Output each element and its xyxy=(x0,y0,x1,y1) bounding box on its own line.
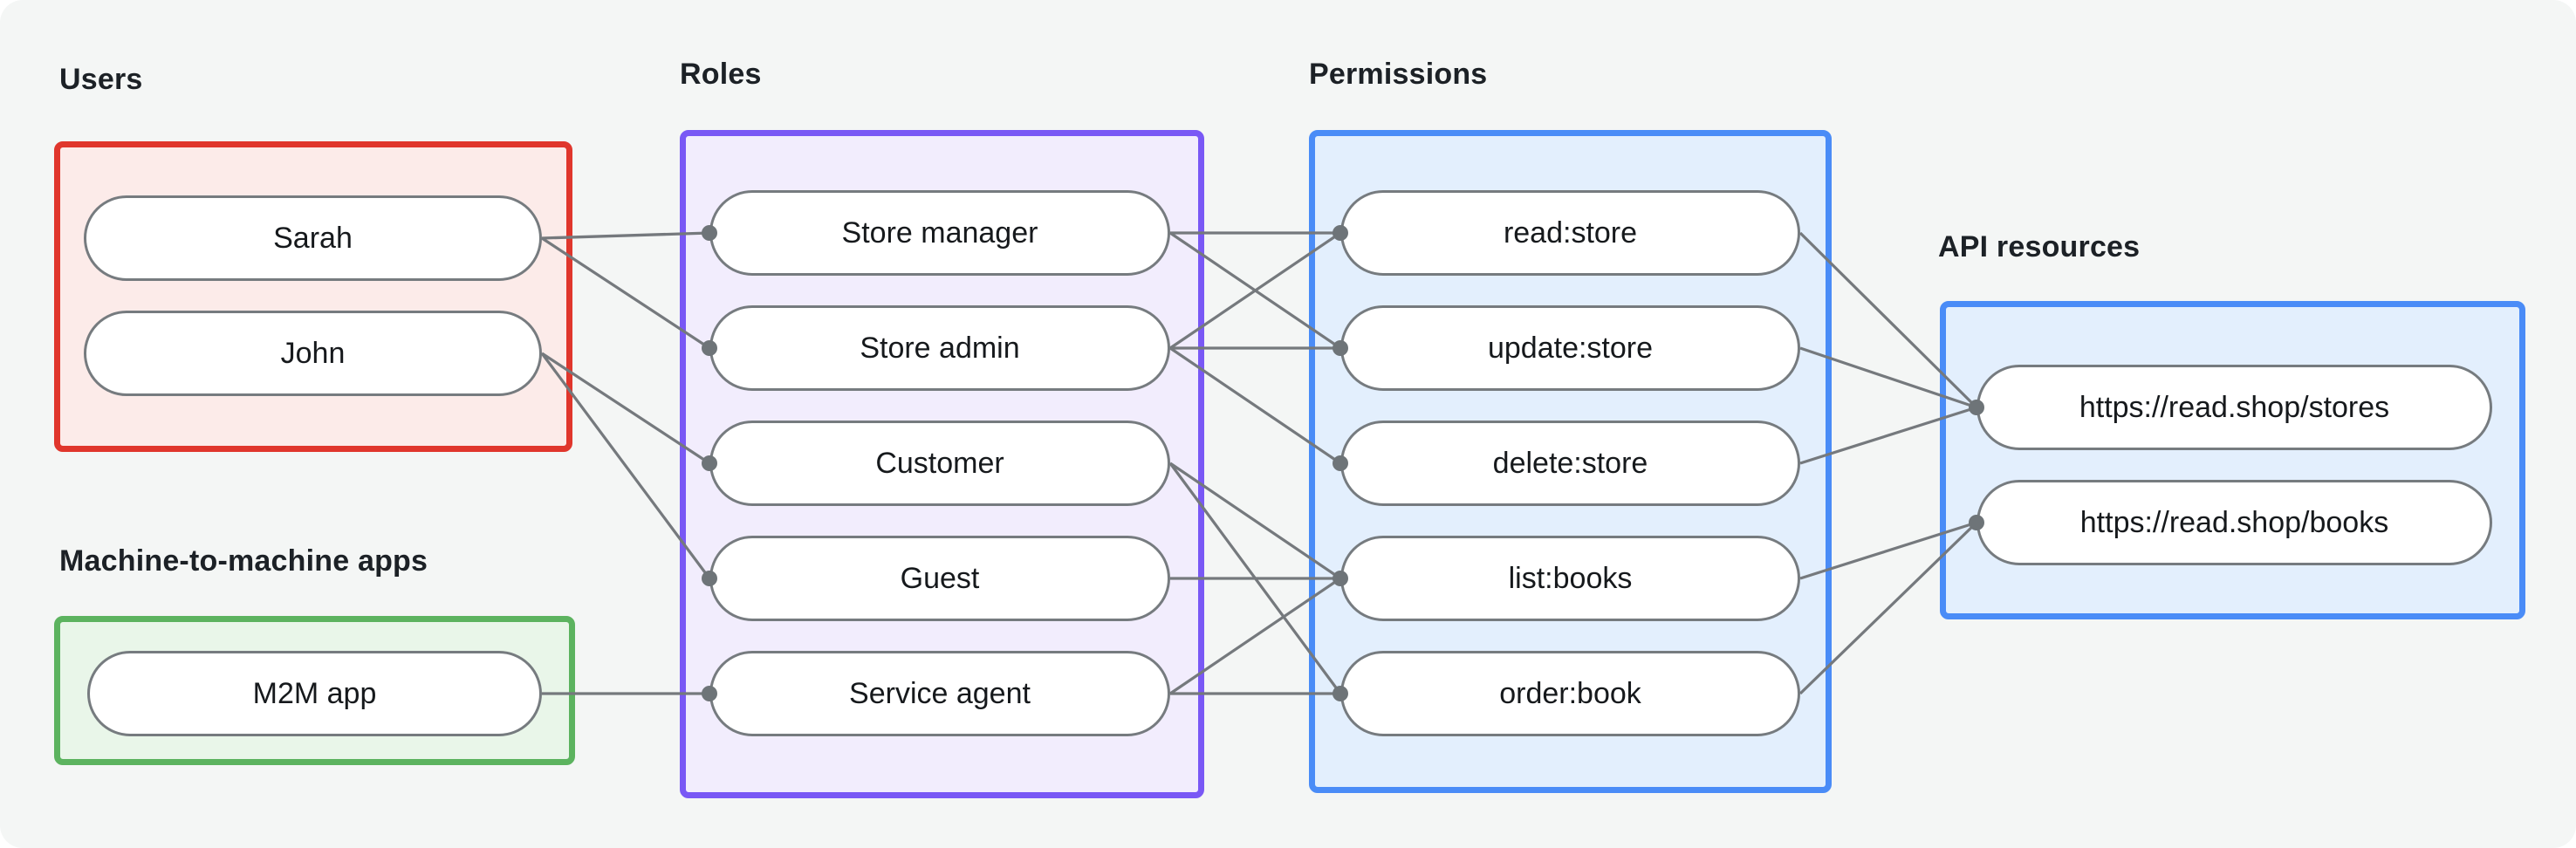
node-books: https://read.shop/books xyxy=(1977,480,2492,565)
permissions-group-label: Permissions xyxy=(1309,58,1488,91)
node-customer: Customer xyxy=(709,421,1170,506)
node-read-store: read:store xyxy=(1340,190,1800,276)
api-resources-group-box xyxy=(1940,301,2525,619)
node-service-agent: Service agent xyxy=(709,651,1170,736)
node-list-books: list:books xyxy=(1340,536,1800,621)
users-group-label: Users xyxy=(59,63,143,96)
users-group-box xyxy=(54,141,572,452)
node-john: John xyxy=(84,311,542,396)
api-resources-group-label: API resources xyxy=(1938,230,2141,263)
roles-group-label: Roles xyxy=(680,58,762,91)
node-store-admin: Store admin xyxy=(709,305,1170,391)
node-m2m-app: M2M app xyxy=(87,651,542,736)
node-delete-store: delete:store xyxy=(1340,421,1800,506)
node-stores: https://read.shop/stores xyxy=(1977,365,2492,450)
node-order-book: order:book xyxy=(1340,651,1800,736)
node-update-store: update:store xyxy=(1340,305,1800,391)
node-sarah: Sarah xyxy=(84,195,542,281)
node-store-manager: Store manager xyxy=(709,190,1170,276)
machine-to-machine-group-label: Machine-to-machine apps xyxy=(59,544,428,578)
